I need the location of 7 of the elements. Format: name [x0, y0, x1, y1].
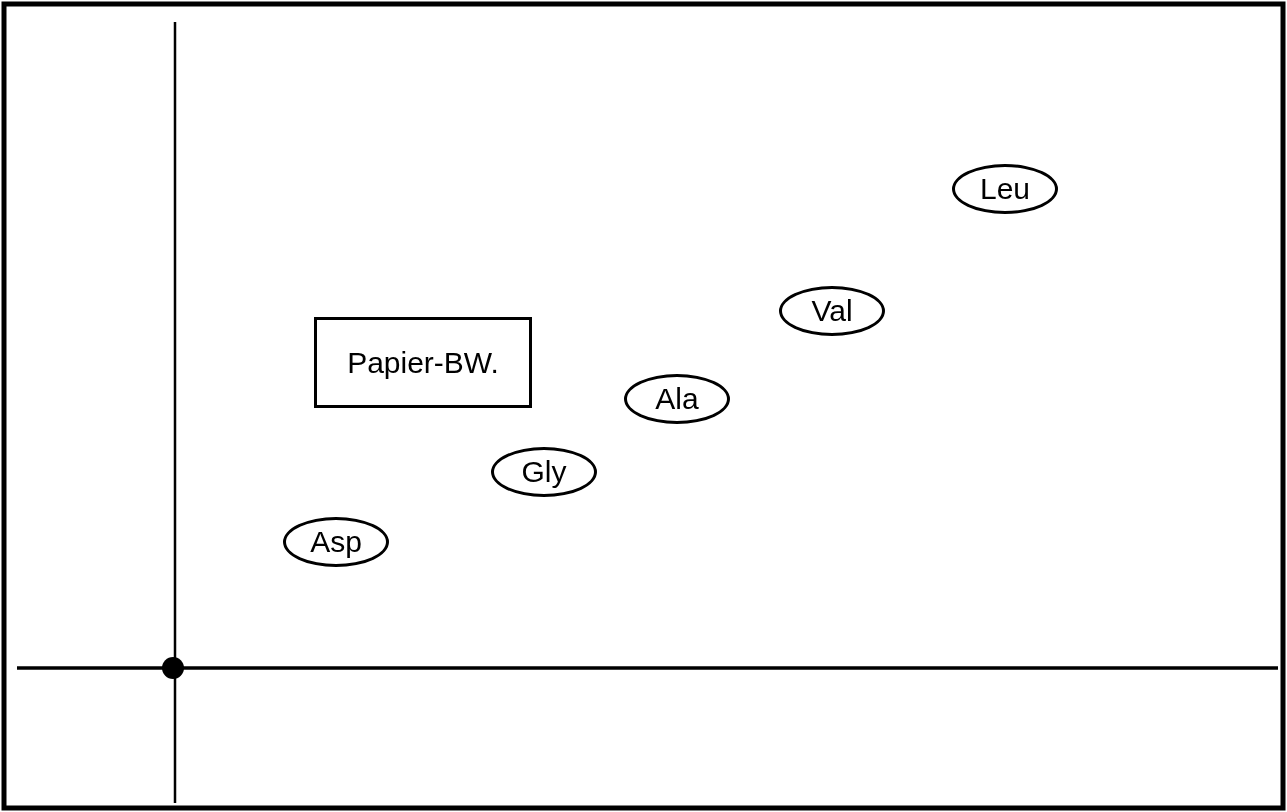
spot-label: Val: [811, 294, 853, 328]
spot-label: Asp: [310, 525, 362, 559]
spot-label: Ala: [655, 382, 699, 416]
label-box: [314, 317, 532, 408]
spot-label: Papier-BW.: [347, 345, 499, 380]
spot-label: Gly: [521, 455, 567, 489]
spot-label: Leu: [979, 172, 1031, 206]
